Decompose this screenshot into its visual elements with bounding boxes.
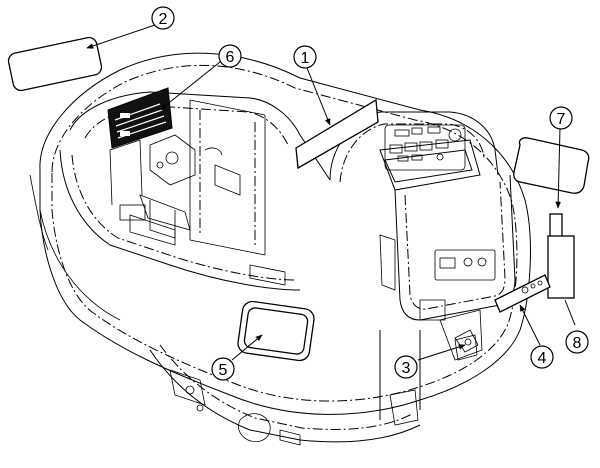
- callout-6-label: 6: [226, 49, 235, 66]
- decal-6-instruction-label: [107, 87, 173, 149]
- callout-4-label: 4: [538, 350, 547, 367]
- decal-4-plate: [494, 274, 551, 313]
- callout-7: 7: [549, 106, 573, 130]
- control-console: [384, 124, 466, 171]
- decal-8: [547, 235, 575, 299]
- callout-8-label: 8: [573, 335, 582, 352]
- callout-2-label: 2: [159, 11, 168, 28]
- decal-1: [295, 98, 379, 170]
- callout-8: 8: [565, 330, 589, 354]
- leader-lines: [86, 24, 576, 361]
- callout-2: 2: [151, 6, 175, 30]
- callout-5: 5: [211, 357, 235, 381]
- callout-4: 4: [530, 345, 554, 369]
- callout-7-label: 7: [557, 111, 566, 128]
- machine-body: [29, 52, 531, 446]
- decal-5: [237, 300, 315, 362]
- seat-mechanism: [119, 134, 196, 246]
- decal-upper-right: [513, 137, 590, 194]
- callout-3-label: 3: [402, 360, 411, 377]
- callout-1: 1: [293, 45, 317, 69]
- decal-2: [7, 36, 103, 92]
- callout-3: 3: [394, 355, 418, 379]
- callout-5-label: 5: [219, 362, 228, 379]
- callout-1-label: 1: [301, 50, 310, 67]
- callout-6: 6: [218, 44, 242, 68]
